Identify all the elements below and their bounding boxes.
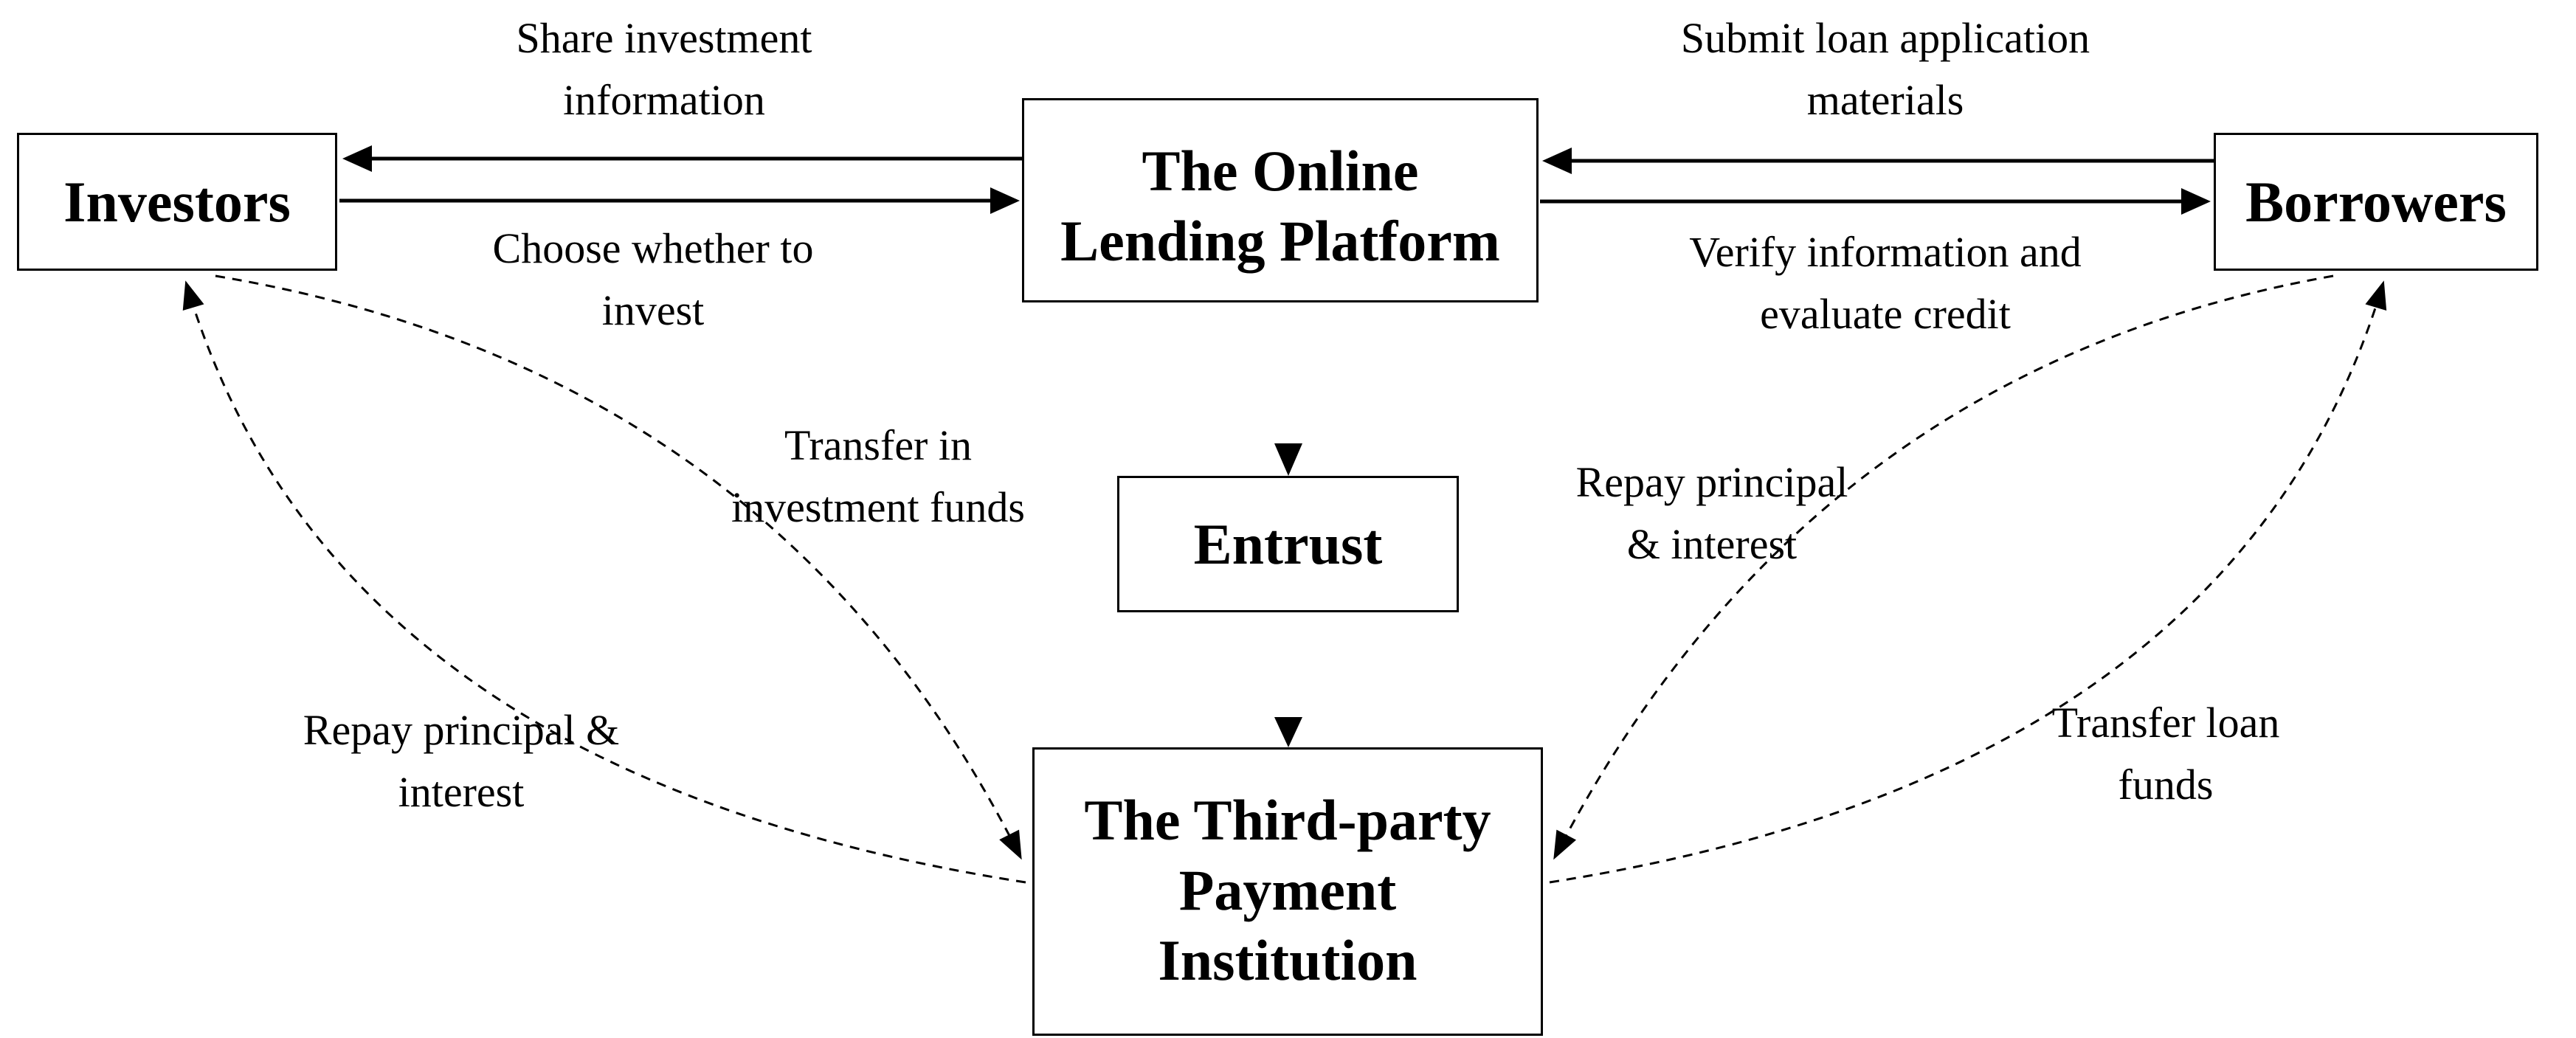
entrust-down-triangle-top	[1274, 443, 1302, 476]
label-transfer-in-investment-funds: Transfer in investment funds	[731, 421, 1025, 532]
label-verify-information-evaluate-credit: Verify information and evaluate credit	[1689, 228, 2082, 339]
label-choose-whether-to-invest: Choose whether to invest	[492, 224, 814, 335]
entrust-down-triangle-bottom	[1274, 717, 1302, 747]
label-repay-principal-interest-left: Repay principal & interest	[303, 706, 620, 817]
curve-repay-principal-interest-left	[182, 280, 1026, 884]
curve-transfer-in-investment-funds	[215, 274, 1022, 860]
label-repay-principal-interest-right: Repay principal & interest	[1575, 458, 1848, 569]
label-submit-loan-application-materials: Submit loan application materials	[1680, 14, 2090, 125]
third-party-payment-institution-node: The Third-party Payment Institution	[1032, 747, 1543, 1036]
curve-repay-principal-interest-right	[1553, 274, 2334, 860]
curve-transfer-loan-funds	[1549, 280, 2387, 884]
borrowers-node: Borrowers	[2214, 133, 2538, 271]
label-transfer-loan-funds: Transfer loan funds	[2051, 699, 2280, 809]
investors-node: Investors	[17, 133, 337, 271]
online-lending-platform-node: The Online Lending Platform	[1022, 98, 1539, 302]
entrust-node: Entrust	[1117, 476, 1459, 612]
label-share-investment-information: Share investment information	[516, 14, 812, 125]
